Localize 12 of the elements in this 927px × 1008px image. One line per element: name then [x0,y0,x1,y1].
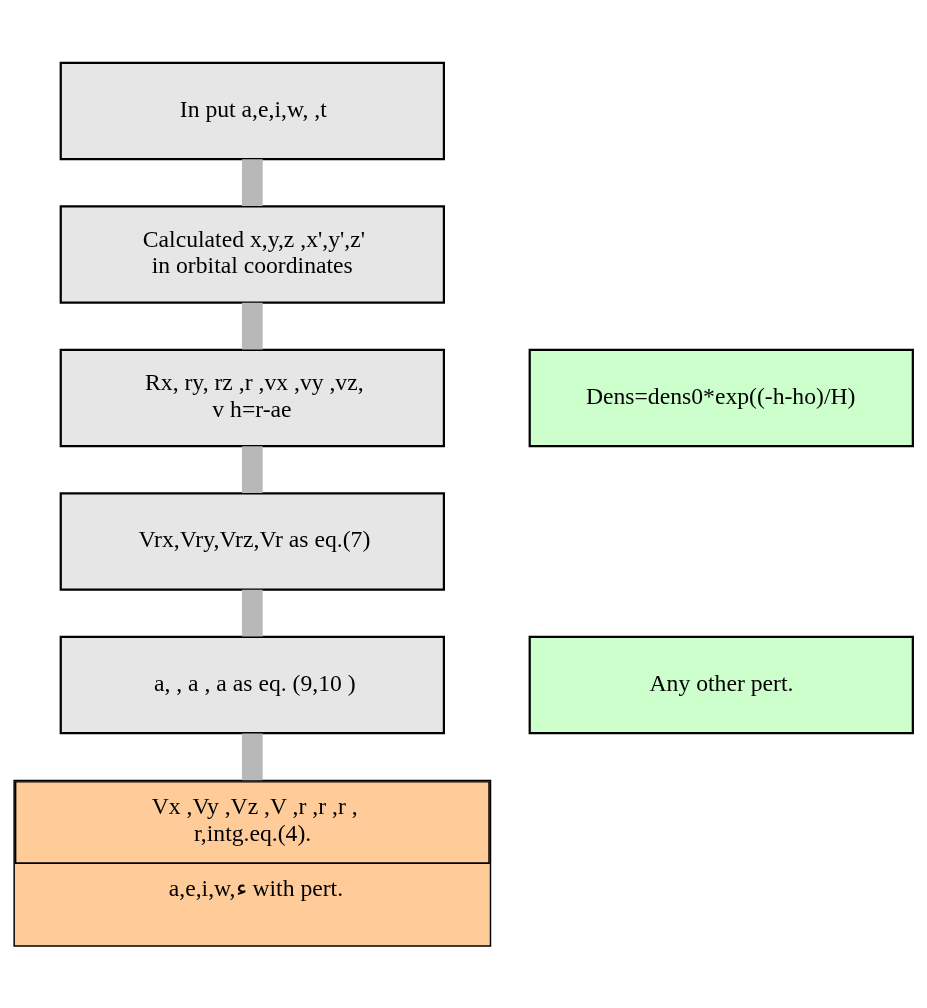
connector [241,302,263,349]
node-box: Any other pert. [528,635,914,734]
connector [241,158,263,206]
connector [241,589,263,636]
node-box: Vrx,Vry,Vrz,Vr as eq.(7) [59,491,445,591]
connector [241,445,263,493]
node-box: a, , a , a as eq. (9,10 ) [59,635,445,734]
node-box: Dens=dens0*exp((-h-ho)/H) [528,348,914,447]
connector [241,732,263,780]
node-box: Rx, ry, rz ,r ,vx ,vy ,vz, v h=r-ae [59,348,445,447]
node-box: Calculated x,y,z ,x',y',z' in orbital coordinates [59,204,445,304]
node-box: In put a,e,i,w, ,t [59,61,445,160]
